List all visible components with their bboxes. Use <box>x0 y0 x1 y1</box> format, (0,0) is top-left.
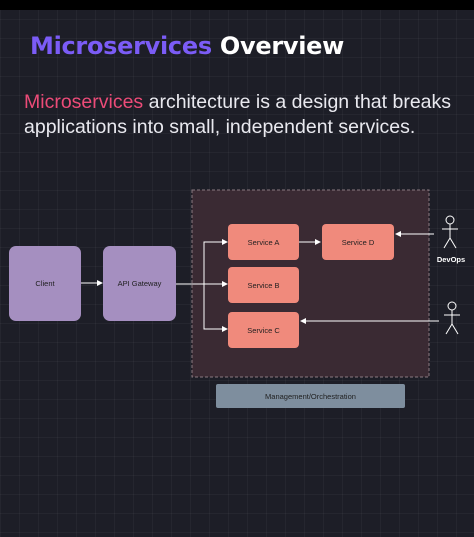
service-d-label: Service D <box>342 238 375 247</box>
arrow-gateway-to-service-c <box>203 284 228 332</box>
user-actor-icon <box>444 301 460 335</box>
top-bar <box>0 0 474 10</box>
service-b-label: Service B <box>247 281 279 290</box>
gateway-box <box>103 246 176 321</box>
client-node: Client <box>9 246 81 321</box>
management-node: Management/Orchestration <box>216 384 405 408</box>
page-title: Microservices Overview <box>30 32 344 60</box>
gateway-label: API Gateway <box>118 279 162 288</box>
service-d-box <box>322 224 394 260</box>
title-accent: Microservices <box>30 32 212 60</box>
service-b-node: Service B <box>228 267 299 303</box>
service-c-label: Service C <box>247 326 280 335</box>
services-cluster <box>191 189 430 378</box>
devops-actor-icon <box>442 215 458 249</box>
service-a-label: Service A <box>248 238 280 247</box>
service-a-box <box>228 224 299 260</box>
gateway-node: API Gateway <box>103 246 176 321</box>
service-a-node: Service A <box>228 224 299 260</box>
intro-rest: architecture is a design that breaks app… <box>24 91 452 138</box>
service-b-box <box>228 267 299 303</box>
service-d-node: Service D <box>322 224 394 260</box>
client-box <box>9 246 81 321</box>
management-label: Management/Orchestration <box>265 392 356 401</box>
devops-label: DevOps <box>437 255 465 264</box>
arrow-gateway-to-service-a <box>203 239 228 284</box>
service-c-box <box>228 312 299 348</box>
client-label: Client <box>35 279 55 288</box>
intro-paragraph: Microservices architecture is a design t… <box>24 90 464 140</box>
intro-accent: Microservices <box>24 91 144 113</box>
service-c-node: Service C <box>228 312 299 348</box>
title-rest: Overview <box>219 32 344 60</box>
management-bar <box>216 384 405 408</box>
